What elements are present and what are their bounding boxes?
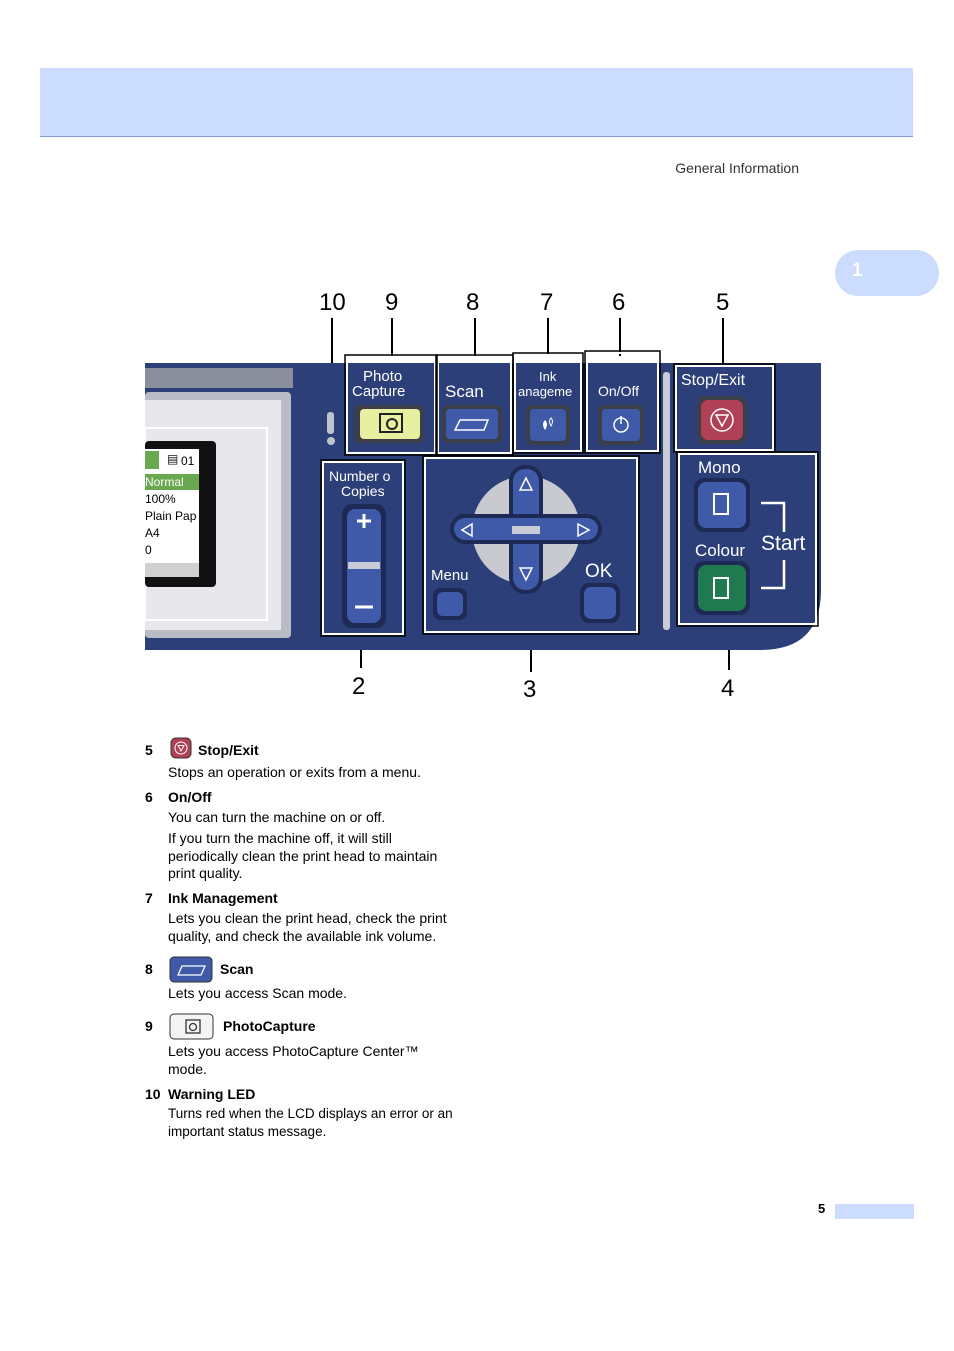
callout-3: 3 (523, 676, 537, 703)
item-6-desc-2: If you turn the machine off, it will sti… (168, 830, 438, 881)
label-colour: Colour (695, 541, 746, 560)
callout-6: 6 (612, 289, 626, 316)
item-5-number: 5 (145, 742, 153, 758)
label-capture: Capture (352, 383, 406, 400)
item-6-title: On/Off (168, 789, 212, 805)
callout-2: 2 (352, 673, 366, 700)
item-7-desc: Lets you clean the print head, check the… (168, 910, 447, 944)
callout-5: 5 (716, 289, 730, 316)
control-panel-figure: 10 9 8 7 6 5 2 3 4 (144, 289, 821, 703)
item-9-desc: Lets you access PhotoCapture Center™ mod… (168, 1043, 419, 1077)
label-start: Start (761, 532, 806, 555)
stop-exit-icon (170, 737, 192, 759)
chapter-number: 1 (852, 260, 863, 281)
item-10-title: Warning LED (168, 1086, 256, 1102)
item-6-desc-1: You can turn the machine on or off. (168, 809, 386, 825)
label-mono: Mono (698, 458, 741, 477)
scan-icon (169, 956, 213, 983)
label-stop-exit: Stop/Exit (681, 372, 746, 389)
page-number-bar (835, 1204, 914, 1219)
lcd-row-brightness: 0 (145, 543, 152, 557)
header-band (40, 68, 913, 137)
label-ink: Ink (539, 369, 557, 384)
item-9-number: 9 (145, 1018, 153, 1034)
running-head: General Information (675, 160, 799, 176)
item-8-title: Scan (220, 961, 254, 977)
item-5-desc: Stops an operation or exits from a menu. (168, 764, 421, 780)
label-scan: Scan (445, 382, 484, 401)
chapter-tab: 1 (835, 250, 939, 296)
label-copies: Copies (341, 483, 385, 499)
label-menu: Menu (431, 567, 469, 584)
item-7-number: 7 (145, 890, 153, 906)
item-9-title: PhotoCapture (223, 1018, 316, 1034)
item-5-title: Stop/Exit (198, 742, 259, 758)
lcd-row-enlarge: 100% (145, 492, 176, 506)
label-photo: Photo (363, 368, 403, 385)
item-10-number: 10 (145, 1086, 161, 1102)
callout-4: 4 (721, 675, 735, 702)
item-8-number: 8 (145, 961, 153, 977)
label-ok: OK (585, 561, 613, 582)
item-6-number: 6 (145, 789, 153, 805)
label-on-off: On/Off (598, 383, 639, 399)
photocapture-icon (169, 1013, 214, 1040)
lcd-row-quality: Normal (145, 475, 184, 489)
item-7-title: Ink Management (168, 890, 278, 906)
lcd-copies: 01 (181, 454, 195, 468)
callout-8: 8 (466, 289, 480, 316)
lcd-row-paper-size: A4 (145, 526, 160, 540)
lcd-row-paper-type: Plain Pap (145, 509, 197, 523)
panel-drawing (144, 318, 821, 672)
page-number: 5 (818, 1201, 826, 1216)
label-number-of: Number o (329, 468, 391, 484)
callout-10: 10 (319, 289, 346, 316)
label-management: anageme (518, 384, 573, 399)
lcd-doc-icon: ▤ (167, 452, 179, 466)
item-8-desc: Lets you access Scan mode. (168, 985, 347, 1001)
callout-9: 9 (385, 289, 399, 316)
item-10-desc: Turns red when the LCD displays an error… (168, 1106, 453, 1139)
callout-7: 7 (540, 289, 554, 316)
